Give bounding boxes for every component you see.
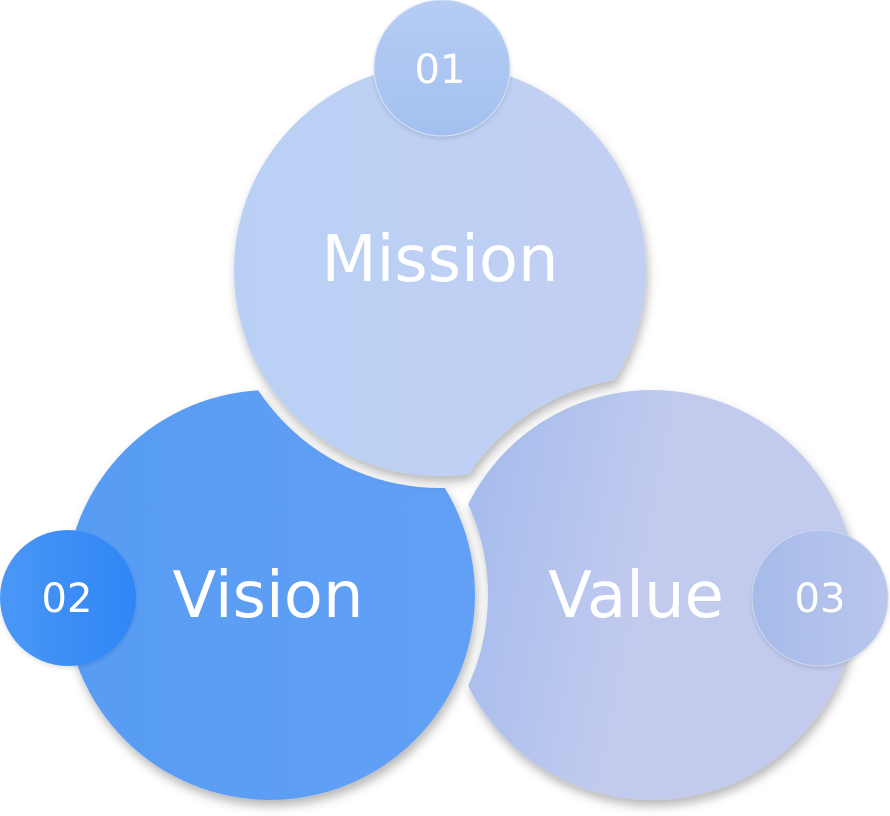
value-circle	[447, 390, 857, 800]
value-segment	[447, 390, 857, 800]
mission-segment	[234, 64, 646, 476]
badge-03-circle	[751, 529, 889, 667]
mission-circle	[234, 64, 646, 476]
mission-label: Mission	[321, 223, 558, 297]
badge-01-number: 01	[415, 47, 466, 93]
vision-circle	[65, 390, 475, 800]
vision-label: Vision	[173, 559, 364, 633]
vision-segment	[65, 390, 475, 800]
value-label: Value	[548, 559, 724, 633]
badge-01	[373, 0, 511, 137]
badge-02-number: 02	[42, 576, 93, 622]
badge-01-circle	[373, 0, 511, 137]
badge-02	[0, 530, 136, 666]
badge-03-number: 03	[795, 576, 846, 622]
badge-02-circle	[0, 530, 136, 666]
badge-03	[751, 529, 889, 667]
